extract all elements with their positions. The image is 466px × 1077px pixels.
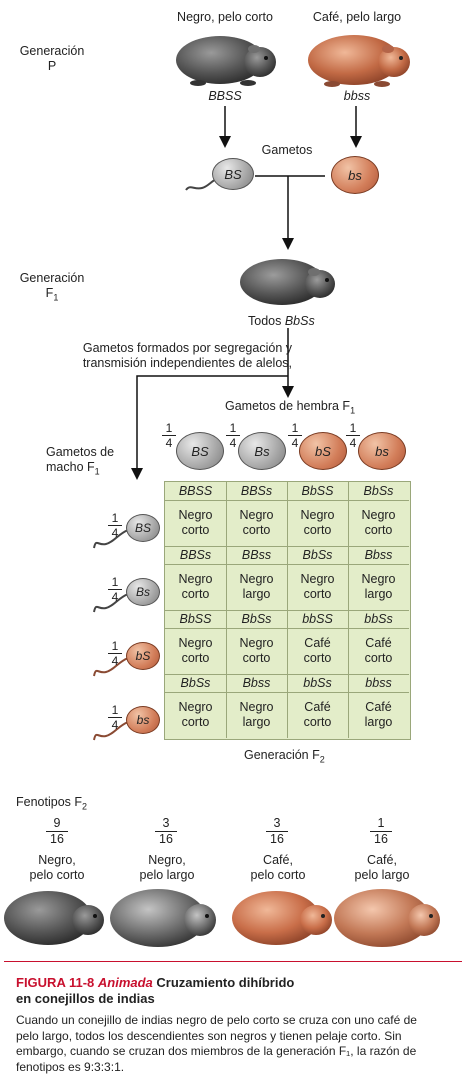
generation-f1-label: Generación F1 xyxy=(19,271,85,303)
segregation-note: Gametos formados por segregación y trans… xyxy=(82,341,292,370)
f1-guinea-pig-illustration xyxy=(240,259,335,305)
female-egg-Bs: Bs xyxy=(238,432,286,470)
female-egg-bS: bS xyxy=(299,432,347,470)
f2-phenotypes-label: Fenotipos F2 xyxy=(16,795,88,812)
figure-caption: Cuando un conejillo de indias negro de p… xyxy=(16,1013,417,1074)
f1-all-genotype: Todos BbSs xyxy=(248,314,315,328)
f2-generation-label: Generación F2 xyxy=(244,748,325,765)
brown-parent-genotype: bbss xyxy=(343,89,371,103)
female-egg-bs-upper: BS xyxy=(176,432,224,470)
black-parent-genotype: BBSS xyxy=(208,89,242,103)
male-sperm-Bs: Bs xyxy=(126,578,160,606)
male-sperm-BS: BS xyxy=(126,514,160,542)
f2-phenotype-guinea-pigs-illustration xyxy=(4,889,440,947)
female-egg-bs: bs xyxy=(358,432,406,470)
male-gametes-label: Gametos de macho F1 xyxy=(46,445,115,477)
generation-p-label: Generación P xyxy=(19,44,85,73)
phenotype-label-4: Café,pelo largo xyxy=(354,853,410,882)
black-parent-label: Negro, pelo corto xyxy=(177,10,273,24)
sperm-tails-icon xyxy=(93,529,129,741)
black-shorthair-guinea-pig-illustration xyxy=(176,36,276,86)
male-sperm-bs: bs xyxy=(126,706,160,734)
caption-rule xyxy=(4,961,462,962)
gametes-label: Gametos xyxy=(261,143,313,157)
figure-title: FIGURA 11-8 Animada Cruzamiento dihíbrid… xyxy=(16,975,295,1006)
parental-egg-gamete: bs xyxy=(331,156,379,194)
brown-longhair-guinea-pig-illustration xyxy=(308,35,410,87)
phenotype-label-3: Café,pelo corto xyxy=(250,853,306,882)
brown-parent-label: Café, pelo largo xyxy=(312,10,402,24)
parental-sperm-gamete: BS xyxy=(212,158,254,190)
parental-to-f1-arrows xyxy=(131,106,362,480)
male-sperm-bS: bS xyxy=(126,642,160,670)
phenotype-label-1: Negro,pelo corto xyxy=(29,853,85,882)
phenotype-label-2: Negro,pelo largo xyxy=(139,853,195,882)
female-gametes-label: Gametos de hembra F1 xyxy=(225,399,356,416)
